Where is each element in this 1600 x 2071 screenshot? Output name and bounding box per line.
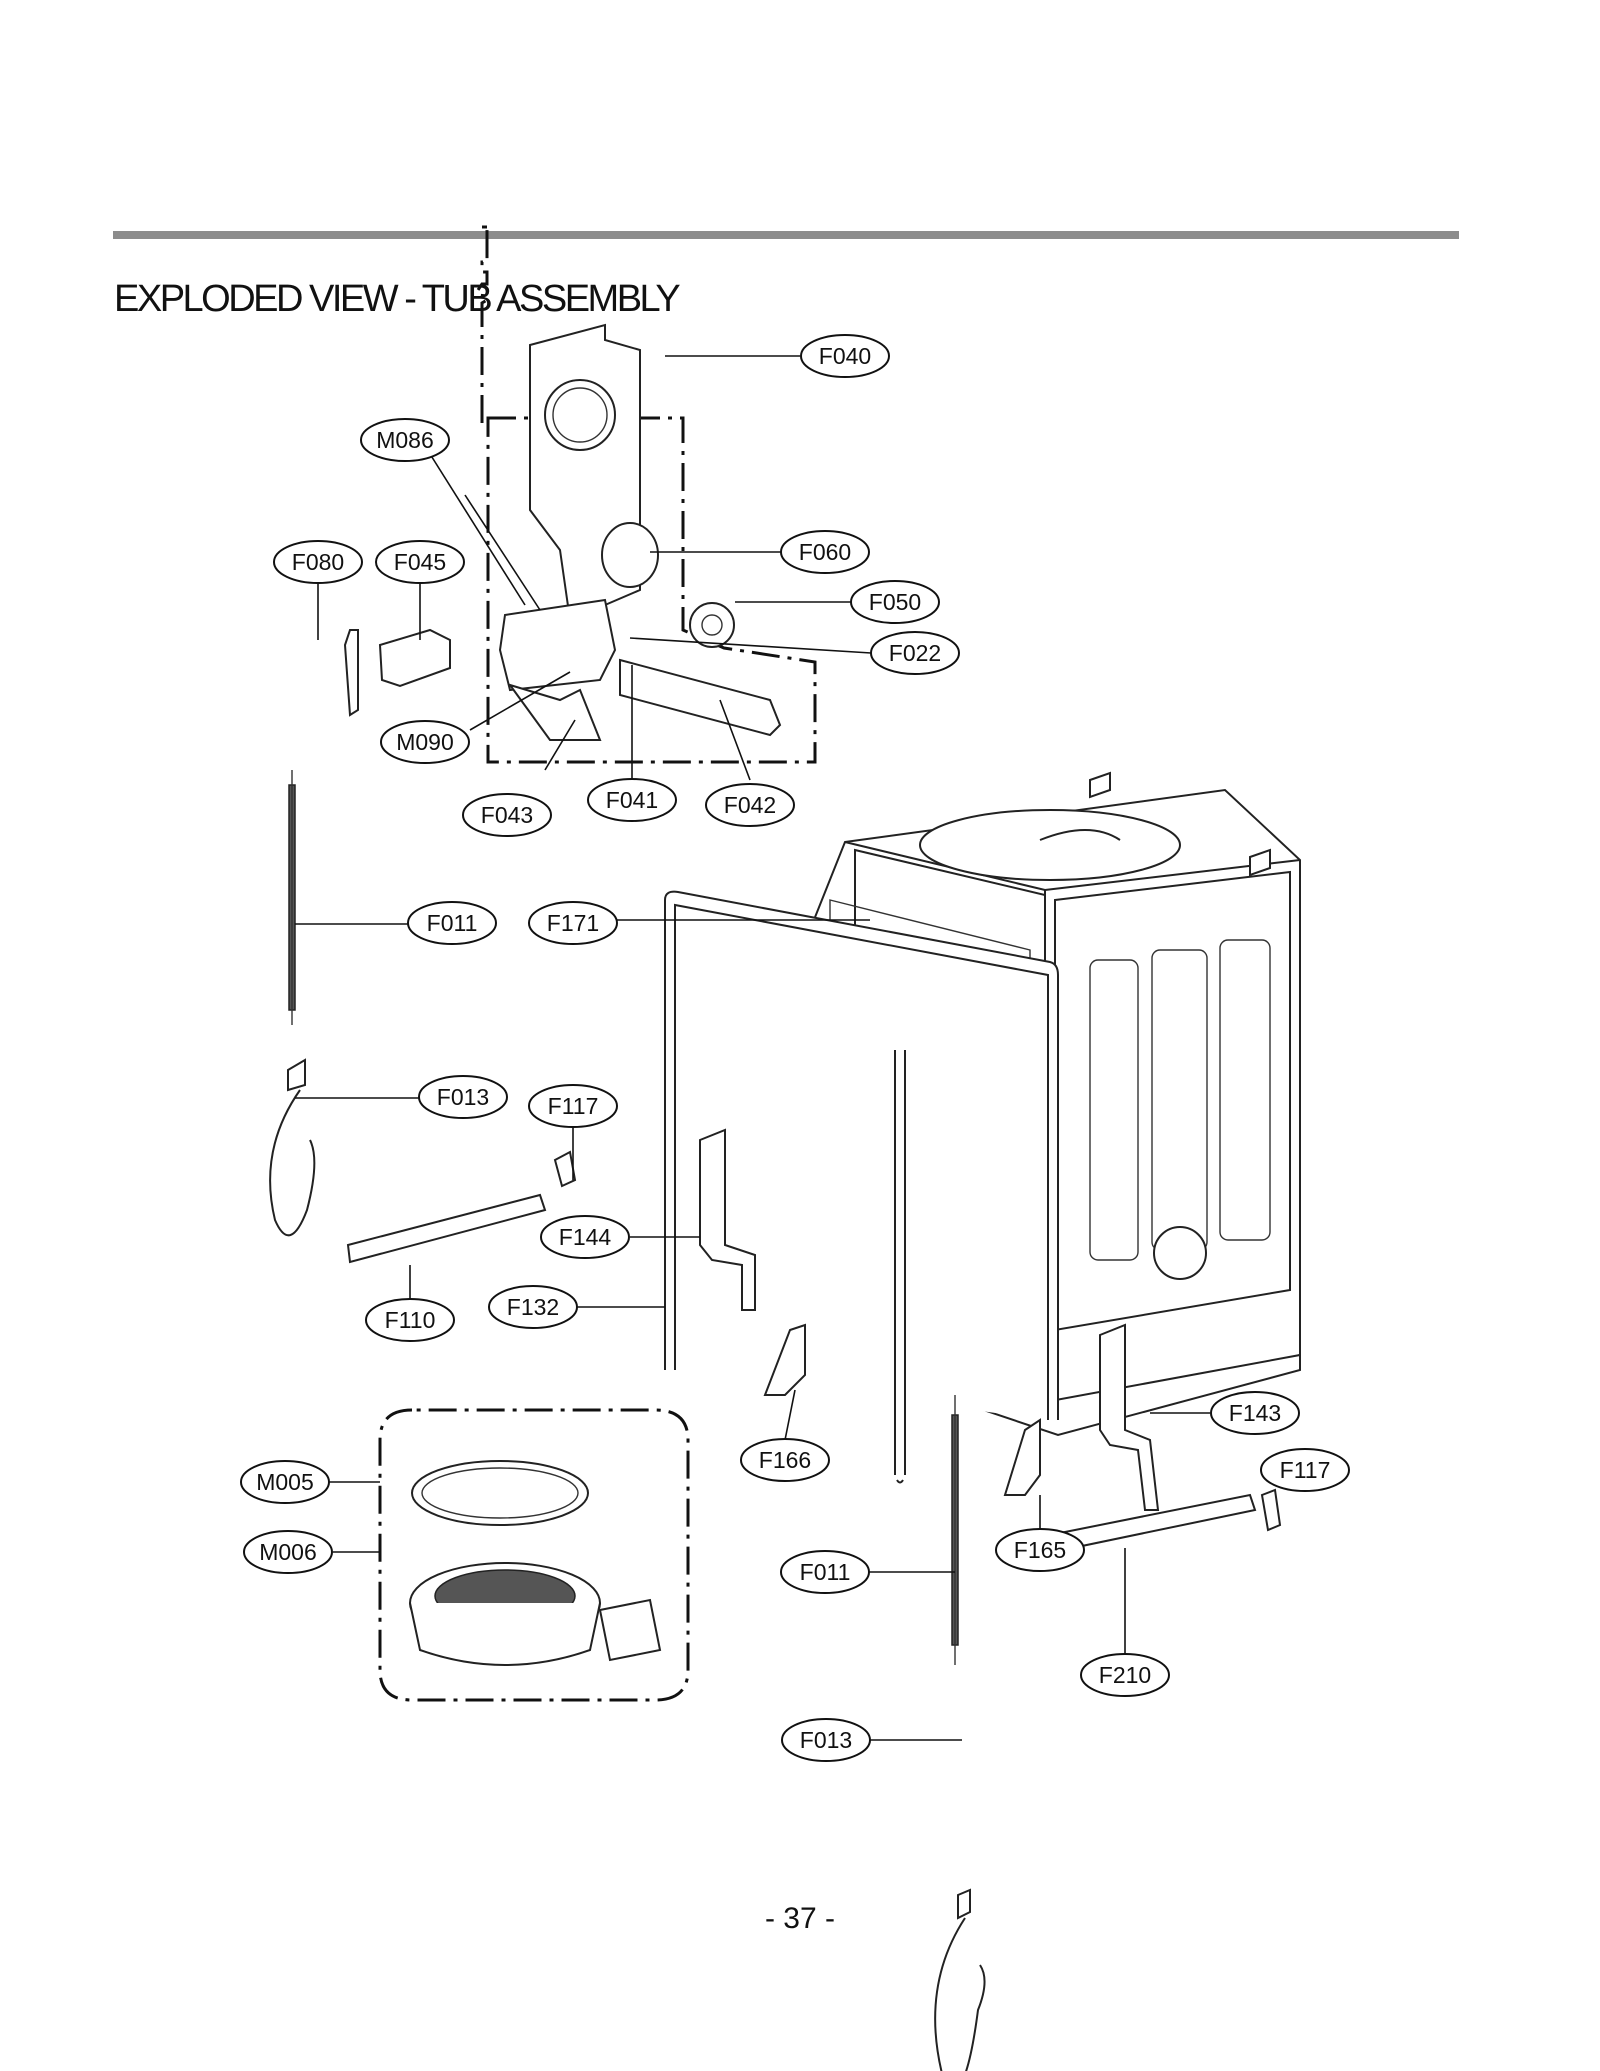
callout-text: F132 [507, 1294, 559, 1320]
callout-f144: F144 [540, 1215, 630, 1259]
page-number: - 37 - [764, 1902, 836, 1935]
callout-oval [540, 1215, 630, 1259]
callout-oval [243, 1530, 333, 1574]
callout-oval [418, 1075, 508, 1119]
callout-f041: F041 [587, 778, 677, 822]
callout-f011: F011 [780, 1550, 870, 1594]
header-rule [113, 231, 1459, 239]
callout-f117: F117 [1260, 1448, 1350, 1492]
callout-text: M086 [376, 427, 434, 453]
hinge-brackets [699, 1128, 1160, 1511]
callout-oval [528, 901, 618, 945]
callout-text: F043 [481, 802, 533, 828]
callout-text: F143 [1229, 1400, 1281, 1426]
callout-text: M005 [256, 1469, 314, 1495]
callout-text: F171 [547, 910, 599, 936]
callout-f132: F132 [488, 1285, 578, 1329]
callout-m005: M005 [240, 1460, 330, 1504]
callout-oval [780, 1550, 870, 1594]
callout-f110: F110 [365, 1298, 455, 1342]
group-box-sump-outline [486, 416, 817, 764]
callout-text: F013 [437, 1084, 489, 1110]
callout-oval [705, 783, 795, 827]
callout-f080: F080 [273, 540, 363, 584]
callout-f143: F143 [1210, 1391, 1300, 1435]
callout-f043: F043 [462, 793, 552, 837]
callout-m090: M090 [380, 720, 470, 764]
callout-text: F040 [819, 343, 871, 369]
leader-lines [295, 355, 1296, 1741]
callout-m086: M086 [360, 418, 450, 462]
callout-oval [1260, 1448, 1350, 1492]
callout-f013: F013 [781, 1718, 871, 1762]
group-box-sump [476, 225, 489, 423]
page-title: EXPLODED VIEW - TUB ASSEMBLY [114, 278, 681, 320]
callout-oval [781, 1718, 871, 1762]
callout-f040: F040 [800, 334, 890, 378]
callout-oval [870, 631, 960, 675]
callout-text: F011 [800, 1559, 851, 1585]
callout-oval [407, 901, 497, 945]
callout-f165: F165 [995, 1528, 1085, 1572]
wash-motor [409, 1460, 662, 1666]
callout-f210: F210 [1080, 1653, 1170, 1697]
callout-oval [360, 418, 450, 462]
callout-f050: F050 [850, 580, 940, 624]
callout-f117: F117 [528, 1084, 618, 1128]
sump-cover [529, 323, 659, 622]
callout-oval [380, 720, 470, 764]
callout-oval [1210, 1391, 1300, 1435]
callout-text: F117 [1280, 1457, 1331, 1483]
sump-base [498, 598, 782, 741]
callout-f022: F022 [870, 631, 960, 675]
callout-oval [587, 778, 677, 822]
callout-f171: F171 [528, 901, 618, 945]
callout-oval [800, 334, 890, 378]
callout-f166: F166 [740, 1438, 830, 1482]
callout-text: F117 [548, 1093, 599, 1119]
springs [288, 770, 959, 1665]
callout-text: F110 [385, 1307, 436, 1333]
callout-oval [488, 1285, 578, 1329]
callout-text: F210 [1099, 1662, 1151, 1688]
callout-oval [995, 1528, 1085, 1572]
callout-text: M090 [396, 729, 454, 755]
door-gasket [664, 890, 1059, 1484]
callout-oval [740, 1438, 830, 1482]
callout-text: F165 [1014, 1537, 1066, 1563]
callout-f013: F013 [418, 1075, 508, 1119]
callout-oval [240, 1460, 330, 1504]
callout-text: F166 [759, 1447, 811, 1473]
callout-text: F022 [889, 640, 941, 666]
callout-oval [273, 540, 363, 584]
callout-text: F045 [394, 549, 446, 575]
group-box-motor [378, 1408, 690, 1702]
callout-text: F013 [800, 1727, 852, 1753]
callout-text: F080 [292, 549, 344, 575]
callout-text: F060 [799, 539, 851, 565]
callout-oval [365, 1298, 455, 1342]
callout-f011: F011 [407, 901, 497, 945]
callout-m006: M006 [243, 1530, 333, 1574]
callout-text: F042 [724, 792, 776, 818]
callout-text: M006 [259, 1539, 317, 1565]
callout-oval [462, 793, 552, 837]
callout-oval [780, 530, 870, 574]
callout-oval [528, 1084, 618, 1128]
callout-f045: F045 [375, 540, 465, 584]
callout-f042: F042 [705, 783, 795, 827]
callout-text: F041 [606, 787, 658, 813]
callout-text: F144 [559, 1224, 612, 1250]
callout-oval [375, 540, 465, 584]
small-parts [269, 628, 1282, 2071]
callout-text: F011 [427, 910, 478, 936]
callout-oval [1080, 1653, 1170, 1697]
callout-text: F050 [869, 589, 921, 615]
callout-oval [850, 580, 940, 624]
callout-f060: F060 [780, 530, 870, 574]
